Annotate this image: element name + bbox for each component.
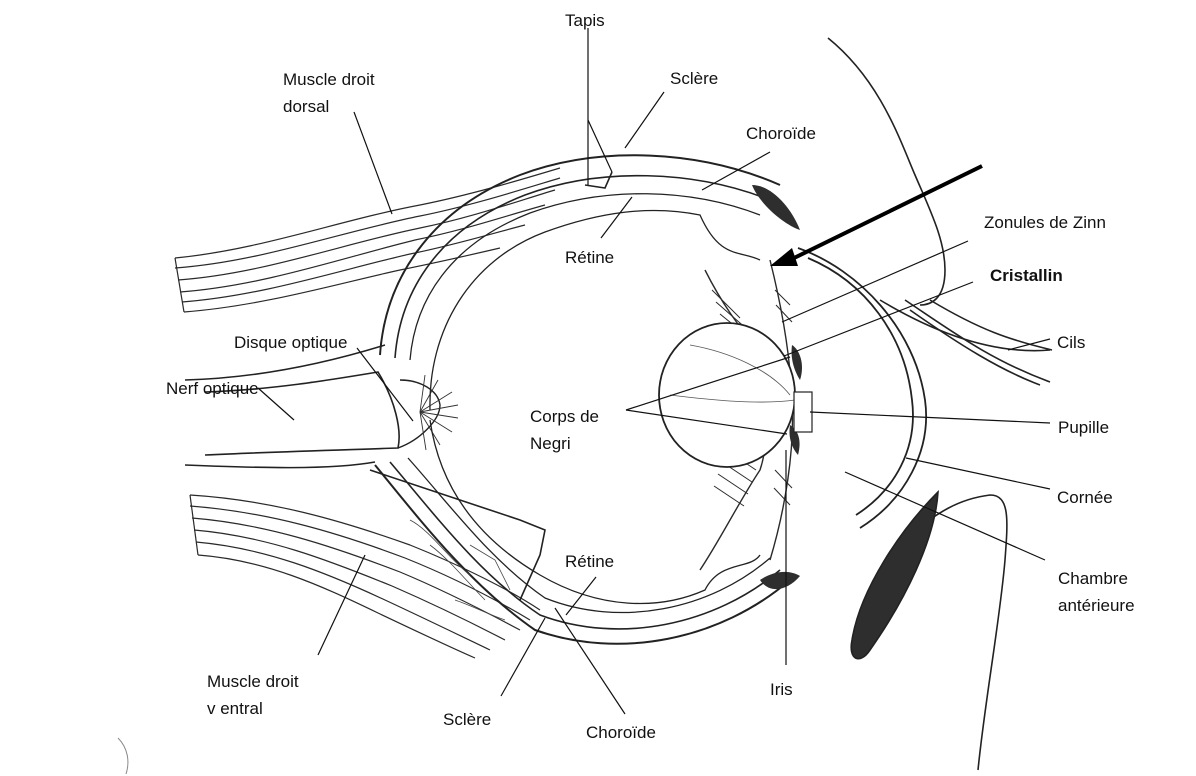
label-cornee: Cornée [1057, 488, 1113, 507]
label-choroide-bottom: Choroïde [586, 723, 656, 742]
label-cristallin: Cristallin [990, 266, 1063, 285]
label-choroide-top: Choroïde [746, 124, 816, 143]
label-muscle-dorsal-line1: Muscle droit [283, 70, 375, 89]
label-corps-line2: Negri [530, 434, 571, 453]
label-disque-optique: Disque optique [234, 333, 347, 352]
label-chambre-line1: Chambre [1058, 569, 1128, 588]
ventral-sclera-texture [410, 520, 510, 620]
eyelid-outlines [828, 38, 1052, 770]
label-iris: Iris [770, 680, 793, 699]
label-zonules: Zonules de Zinn [984, 213, 1106, 232]
label-cils: Cils [1057, 333, 1085, 352]
label-nerf-optique: Nerf optique [166, 379, 259, 398]
labels: Tapis Sclère Choroïde Muscle droit dorsa… [166, 11, 1135, 742]
label-retine-bottom: Rétine [565, 552, 614, 571]
lens-shape [659, 323, 812, 467]
label-muscle-ventral-line2: v entral [207, 699, 263, 718]
label-chambre-line2: antérieure [1058, 596, 1135, 615]
label-sclere-top: Sclère [670, 69, 718, 88]
leader-lines [258, 28, 1050, 714]
ventral-muscle [190, 495, 540, 658]
dorsal-muscle [175, 168, 560, 312]
cornea-shape [798, 248, 926, 528]
label-muscle-ventral-line1: Muscle droit [207, 672, 299, 691]
label-tapis: Tapis [565, 11, 605, 30]
stray-mark [118, 738, 128, 774]
label-sclere-bottom: Sclère [443, 710, 491, 729]
pointer-arrow-icon [770, 166, 982, 266]
label-corps-line1: Corps de [530, 407, 599, 426]
label-retine-top: Rétine [565, 248, 614, 267]
label-pupille: Pupille [1058, 418, 1109, 437]
label-muscle-dorsal-line2: dorsal [283, 97, 329, 116]
